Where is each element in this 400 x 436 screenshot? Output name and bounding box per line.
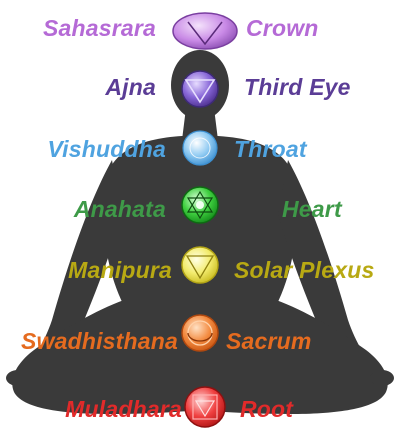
chakra-label-vishuddha: Vishuddha [47, 136, 166, 162]
third-eye-chakra-icon [181, 70, 219, 108]
chakra-label-sahasrara: Sahasrara [42, 15, 156, 41]
chakra-label-solar-plexus: Solar Plexus [234, 257, 375, 283]
chakra-label-throat: Throat [234, 136, 307, 162]
chakra-label-muladhara: Muladhara [65, 396, 182, 422]
chakra-label-ajna: Ajna [105, 74, 156, 100]
chakra-label-third-eye: Third Eye [244, 74, 351, 100]
chakra-label-crown: Crown [246, 15, 319, 41]
chakra-label-root: Root [240, 396, 294, 422]
throat-chakra-icon [182, 130, 218, 166]
chakra-label-sacrum: Sacrum [226, 328, 312, 354]
sacral-chakra-icon [181, 314, 219, 352]
crown-chakra-icon [172, 12, 238, 50]
body-silhouette [6, 50, 394, 414]
chakra-label-manipura: Manipura [68, 257, 172, 283]
chakra-label-anahata: Anahata [73, 196, 166, 222]
chakra-label-swadhisthana: Swadhisthana [20, 328, 178, 354]
root-chakra-icon [184, 386, 226, 428]
chakra-label-heart: Heart [282, 196, 342, 222]
solar-plexus-chakra-icon [181, 246, 219, 284]
heart-chakra-icon [181, 186, 219, 224]
